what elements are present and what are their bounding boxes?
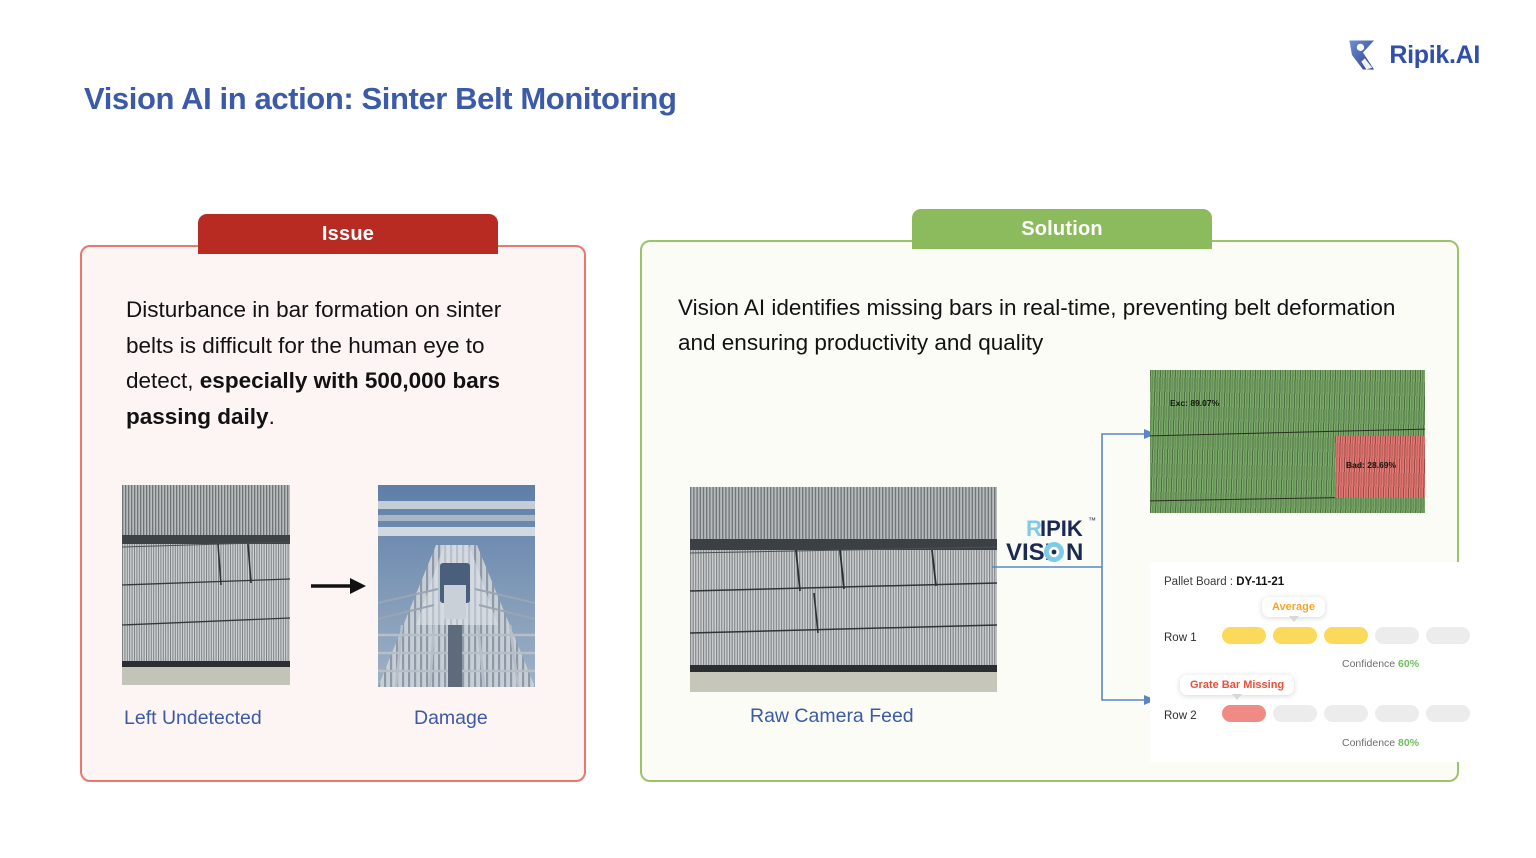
issue-tab-label: Issue (321, 222, 375, 245)
photo-left-undetected (121, 485, 291, 685)
tooltip-grate-bar-missing: Grate Bar Missing (1180, 675, 1295, 700)
pill-row1-2[interactable] (1273, 627, 1317, 644)
pill-row2-5[interactable] (1426, 705, 1470, 722)
right-arrow-icon (311, 578, 366, 594)
issue-text-bold: especially with 500,000 bars passing dai… (126, 368, 500, 429)
row-1-pills (1222, 627, 1470, 644)
detection-good-label: Exc: 89.07% (1170, 398, 1220, 408)
brand-name: Ripik.AI (1389, 40, 1480, 69)
row-1-confidence-value: 60% (1398, 658, 1420, 670)
row-2-confidence-value: 80% (1398, 737, 1420, 749)
row-2-pills (1222, 705, 1470, 722)
row-2-label: Row 2 (1164, 710, 1197, 722)
sinter-belt-photo-graphic (121, 485, 291, 685)
detection-bad-zone (1335, 436, 1425, 498)
row-1-label: Row 1 (1164, 632, 1197, 644)
pill-row1-5[interactable] (1426, 627, 1470, 644)
pallet-title-prefix: Pallet Board : (1164, 576, 1237, 588)
solution-tab-label: Solution (1021, 217, 1103, 240)
pill-row1-1[interactable] (1222, 627, 1266, 644)
svg-text:™: ™ (1088, 516, 1096, 525)
pallet-board-id: DY-11-21 (1236, 576, 1285, 588)
issue-body-text: Disturbance in bar formation on sinter b… (126, 292, 546, 434)
ripik-logo-mark-icon (1349, 40, 1375, 70)
raw-camera-feed-graphic (689, 487, 998, 692)
row-2-confidence: Confidence 80% (1342, 737, 1419, 749)
caption-left-undetected: Left Undetected (124, 707, 262, 729)
solution-body-text: Vision AI identifies missing bars in rea… (678, 295, 1396, 355)
pill-row2-1[interactable] (1222, 705, 1266, 722)
pill-row2-3[interactable] (1324, 705, 1368, 722)
solution-panel: Vision AI identifies missing bars in rea… (640, 240, 1470, 782)
issue-tab-header: Issue (198, 214, 498, 254)
page-title: Vision AI in action: Sinter Belt Monitor… (84, 81, 677, 116)
pill-row2-4[interactable] (1375, 705, 1419, 722)
pill-row1-3[interactable] (1324, 627, 1368, 644)
pill-row2-2[interactable] (1273, 705, 1317, 722)
issue-text-part1: Disturbance in bar formation on sinter b… (126, 297, 502, 393)
detection-overlay-card: Exc: 89.07% Bad: 28.69% (1150, 370, 1425, 513)
row-1-confidence-label: Confidence (1342, 658, 1399, 670)
photo-raw-camera-feed (689, 487, 998, 692)
solution-tab-header: Solution (912, 209, 1212, 249)
svg-text:VISI: VISI (1006, 539, 1051, 566)
pallet-board-card: Pallet Board : DY-11-21 Average Row 1 Co… (1150, 562, 1470, 762)
row-1-confidence: Confidence 60% (1342, 658, 1419, 670)
svg-text:N: N (1066, 539, 1083, 566)
damaged-grate-bars-photo-graphic (377, 485, 536, 688)
detection-bad-label: Bad: 28.69% (1346, 460, 1397, 470)
brand-logo: Ripik.AI (1346, 38, 1480, 72)
ripik-vision-logo-icon: R IPIK ™ VISI N (1006, 516, 1096, 566)
photo-damage (377, 485, 536, 688)
issue-panel: Disturbance in bar formation on sinter b… (80, 245, 586, 782)
svg-text:R: R (1026, 516, 1042, 541)
tooltip-average: Average (1262, 597, 1326, 622)
pallet-board-title: Pallet Board : DY-11-21 (1164, 576, 1284, 588)
issue-text-part2: . (268, 403, 275, 429)
row-2-confidence-label: Confidence (1342, 737, 1399, 749)
caption-damage: Damage (414, 707, 488, 729)
pill-row1-4[interactable] (1375, 627, 1419, 644)
caption-raw-camera-feed: Raw Camera Feed (750, 705, 914, 727)
svg-text:IPIK: IPIK (1040, 516, 1083, 541)
bad-zone-texture (1335, 436, 1425, 498)
